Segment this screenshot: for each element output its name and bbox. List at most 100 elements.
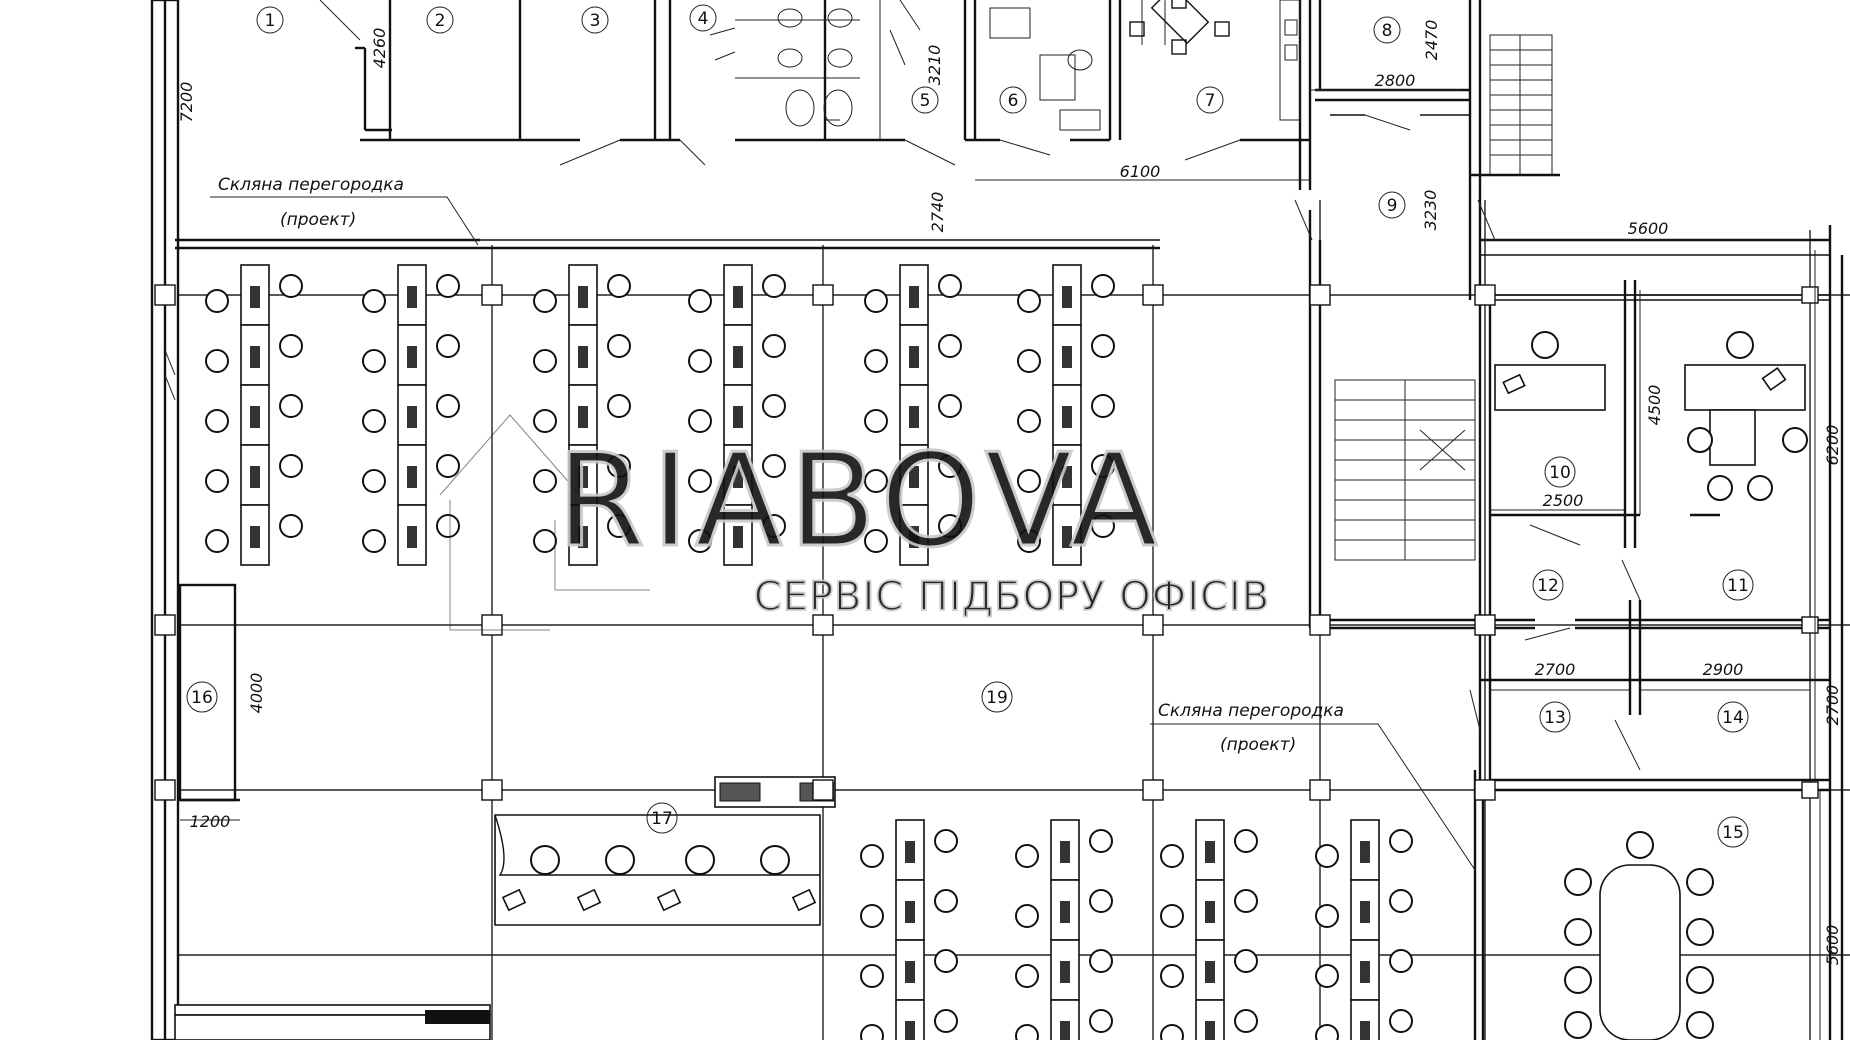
room-number-8: 8 <box>1373 16 1401 44</box>
room-number-9-text: 9 <box>1387 196 1398 216</box>
monitor-icon <box>1062 346 1072 368</box>
column <box>1801 616 1819 634</box>
monitor-icon <box>905 961 915 983</box>
room-number-10: 10 <box>1544 456 1576 488</box>
room-number-19-text: 19 <box>986 688 1008 708</box>
chair-icon <box>436 394 460 418</box>
monitor-icon <box>578 346 588 368</box>
workstation-cluster <box>1315 819 1413 1040</box>
chair-icon <box>1160 904 1184 928</box>
chair-icon <box>1389 949 1413 973</box>
chair-icon <box>934 1009 958 1033</box>
workstation-cluster <box>533 264 631 566</box>
column <box>1309 284 1331 306</box>
chair-icon <box>688 349 712 373</box>
chair-icon <box>279 454 303 478</box>
room-number-8-text: 8 <box>1382 21 1393 41</box>
dim-6200: 6200 <box>1823 425 1842 466</box>
chair-icon <box>1017 349 1041 373</box>
chair-icon <box>436 274 460 298</box>
room-number-16: 16 <box>186 681 218 713</box>
monitor-icon <box>1360 901 1370 923</box>
chair-icon <box>607 274 631 298</box>
chair-icon <box>688 529 712 553</box>
column <box>154 779 176 801</box>
chair-icon <box>533 469 557 493</box>
chair-icon <box>1089 889 1113 913</box>
column <box>154 284 176 306</box>
chair-icon <box>860 964 884 988</box>
dim-6100: 6100 <box>1120 162 1161 181</box>
monitor-icon <box>1360 841 1370 863</box>
stairs-top-right <box>1470 34 1560 177</box>
watermark-brand: RIABOVA <box>556 427 1163 576</box>
chair-icon <box>1091 274 1115 298</box>
room-number-4-text: 4 <box>698 9 709 29</box>
dim-1200: 1200 <box>190 812 231 831</box>
room-number-3: 3 <box>581 6 609 34</box>
desk <box>1050 939 1080 1001</box>
room-number-12-text: 12 <box>1537 576 1559 596</box>
room-number-11-text: 11 <box>1727 576 1749 596</box>
room-number-1: 1 <box>256 6 284 34</box>
chair-icon <box>1017 529 1041 553</box>
chair-icon <box>1160 1024 1184 1040</box>
room-number-17-text: 17 <box>651 809 673 829</box>
room-number-17: 17 <box>646 802 678 834</box>
toilet-fixtures <box>709 0 1301 140</box>
chair-icon <box>934 829 958 853</box>
room-number-5-text: 5 <box>920 91 931 111</box>
workstation-cluster <box>864 264 962 566</box>
monitor-icon <box>909 466 919 488</box>
monitor-icon <box>1060 961 1070 983</box>
monitor-icon <box>250 346 260 368</box>
dim-4260: 4260 <box>370 28 389 69</box>
monitor-icon <box>1062 526 1072 548</box>
monitor-icon <box>1062 466 1072 488</box>
dim-7200: 7200 <box>177 82 196 123</box>
dim-3210: 3210 <box>925 45 944 86</box>
monitor-icon <box>905 841 915 863</box>
chair-icon <box>1315 844 1339 868</box>
chair-icon <box>362 469 386 493</box>
chair-icon <box>1017 409 1041 433</box>
chair-icon <box>762 274 786 298</box>
monitor-icon <box>905 1021 915 1040</box>
room-number-10-text: 10 <box>1549 463 1571 483</box>
monitor-icon <box>407 406 417 428</box>
house-logo-icon <box>439 414 650 631</box>
chair-icon <box>436 334 460 358</box>
chair-icon <box>860 844 884 868</box>
monitor-icon <box>1062 406 1072 428</box>
column <box>1474 614 1496 636</box>
chair-icon <box>1389 1009 1413 1033</box>
glass-partition-note-top: Скляна перегородка (проект) <box>210 175 479 246</box>
lounge-table <box>1129 0 1230 55</box>
room-number-15-text: 15 <box>1722 823 1744 843</box>
monitor-icon <box>733 526 743 548</box>
chair-icon <box>1160 964 1184 988</box>
chair-icon <box>864 349 888 373</box>
column <box>481 614 503 636</box>
chair-icon <box>362 289 386 313</box>
monitor-icon <box>909 286 919 308</box>
stairs-central <box>1308 240 1476 630</box>
dim-5600-top: 5600 <box>1628 219 1669 238</box>
chair-icon <box>864 469 888 493</box>
chair-icon <box>1234 949 1258 973</box>
riabova-watermark: RIABOVA СЕРВІС ПІДБОРУ ОФІСІВ <box>439 414 1270 631</box>
chair-icon <box>1015 844 1039 868</box>
monitor-icon <box>1360 961 1370 983</box>
room-number-2-text: 2 <box>435 11 446 31</box>
chair-icon <box>934 949 958 973</box>
chair-icon <box>279 334 303 358</box>
workstation-clusters <box>205 264 1413 1040</box>
monitor-icon <box>578 286 588 308</box>
dim-4500: 4500 <box>1645 385 1664 426</box>
desk <box>723 504 753 566</box>
desk <box>397 324 427 386</box>
room-number-16-text: 16 <box>191 688 213 708</box>
chair-icon <box>607 514 631 538</box>
dim-2470: 2470 <box>1422 20 1441 61</box>
chair-icon <box>1015 904 1039 928</box>
